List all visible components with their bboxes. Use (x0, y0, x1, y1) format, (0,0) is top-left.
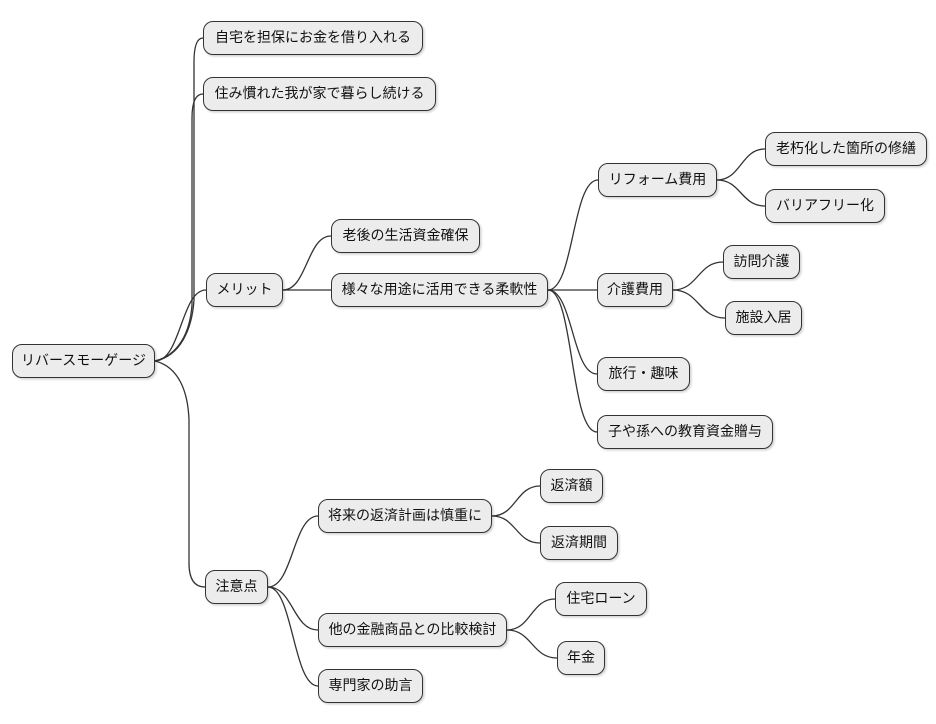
edge-repayplan-amount (491, 485, 541, 517)
edge-care-facility (672, 289, 726, 319)
edge-root-merit (154, 289, 207, 362)
node-reverse-mortgage: リバースモーゲージ (12, 344, 155, 378)
node-home-care: 訪問介護 (723, 245, 800, 279)
edge-flexible-renovation (547, 179, 599, 291)
edge-renovation-barrierfree (716, 179, 766, 207)
node-retirement-funds: 老後の生活資金確保 (331, 219, 480, 253)
node-keep-living-at-home: 住み慣れた我が家で暮らし続ける (203, 77, 436, 111)
node-caution: 注意点 (205, 570, 268, 604)
node-pension: 年金 (557, 641, 605, 675)
edge-repayplan-period (491, 515, 541, 544)
node-repayment-period: 返済期間 (540, 526, 618, 560)
edge-flexible-education (547, 289, 598, 433)
node-care-cost: 介護費用 (597, 273, 673, 307)
node-flexible-use: 様々な用途に活用できる柔軟性 (331, 273, 548, 307)
edge-caution-repayplan (267, 515, 319, 588)
node-facility-admission: 施設入居 (725, 301, 802, 335)
edge-flexible-travel (547, 289, 598, 375)
node-compare-products: 他の金融商品との比較検討 (318, 613, 507, 647)
edge-compare-pension (506, 629, 558, 659)
node-expert-advice: 専門家の助言 (318, 669, 423, 703)
node-barrier-free: バリアフリー化 (765, 189, 885, 223)
edge-root-caution (154, 360, 206, 588)
node-merit: メリット (206, 273, 283, 307)
edge-root-borrow (154, 37, 204, 362)
node-home-loan: 住宅ローン (555, 582, 647, 616)
edge-caution-expert (267, 586, 319, 687)
edge-renovation-repair (716, 148, 766, 181)
edge-caution-compare (267, 586, 319, 631)
node-repayment-amount: 返済額 (540, 469, 603, 503)
edge-merit-retirement (282, 235, 332, 291)
edge-care-homecare (672, 261, 724, 291)
node-repayment-plan: 将来の返済計画は慎重に (318, 499, 492, 533)
node-aging-repair: 老朽化した箇所の修繕 (765, 132, 927, 166)
edge-compare-homeloan (506, 598, 556, 631)
edge-root-keep-living (154, 93, 204, 362)
node-education-gift: 子や孫への教育資金贈与 (597, 415, 773, 449)
node-borrow-against-home: 自宅を担保にお金を借り入れる (203, 21, 423, 55)
node-renovation-cost: リフォーム費用 (598, 163, 717, 197)
node-travel-hobby: 旅行・趣味 (597, 357, 690, 391)
